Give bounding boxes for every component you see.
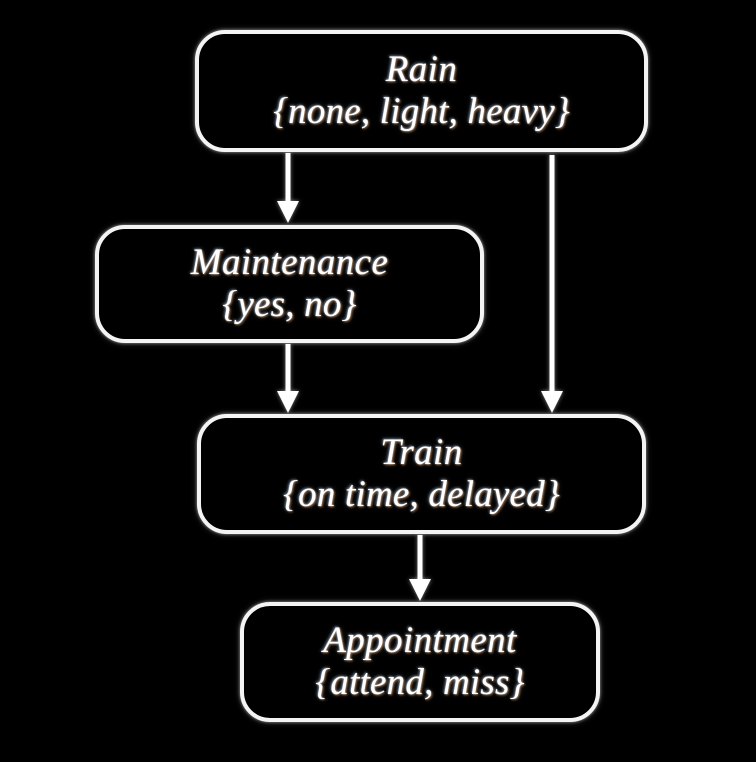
node-maintenance-domain: {yes, no}: [222, 284, 357, 325]
node-maintenance-name: Maintenance: [190, 242, 389, 284]
node-appointment[interactable]: Appointment {attend, miss}: [240, 602, 600, 722]
edge-maintenance-to-train: [277, 344, 299, 413]
edge-rain-to-maintenance: [277, 153, 299, 223]
node-train-name: Train: [380, 432, 463, 474]
edge-rain-to-train: [541, 155, 563, 413]
node-train-domain: {on time, delayed}: [283, 474, 560, 515]
node-rain[interactable]: Rain {none, light, heavy}: [195, 30, 648, 152]
node-rain-domain: {none, light, heavy}: [273, 91, 570, 132]
down-arrow-icon: [277, 391, 299, 413]
down-arrow-icon: [277, 201, 299, 223]
node-rain-name: Rain: [385, 49, 458, 91]
node-train[interactable]: Train {on time, delayed}: [197, 414, 646, 534]
node-appointment-domain: {attend, miss}: [315, 662, 525, 703]
node-maintenance[interactable]: Maintenance {yes, no}: [95, 225, 484, 343]
edge-train-to-appointment: [409, 535, 431, 601]
down-arrow-icon: [541, 391, 563, 413]
down-arrow-icon: [409, 579, 431, 601]
node-appointment-name: Appointment: [323, 620, 517, 662]
